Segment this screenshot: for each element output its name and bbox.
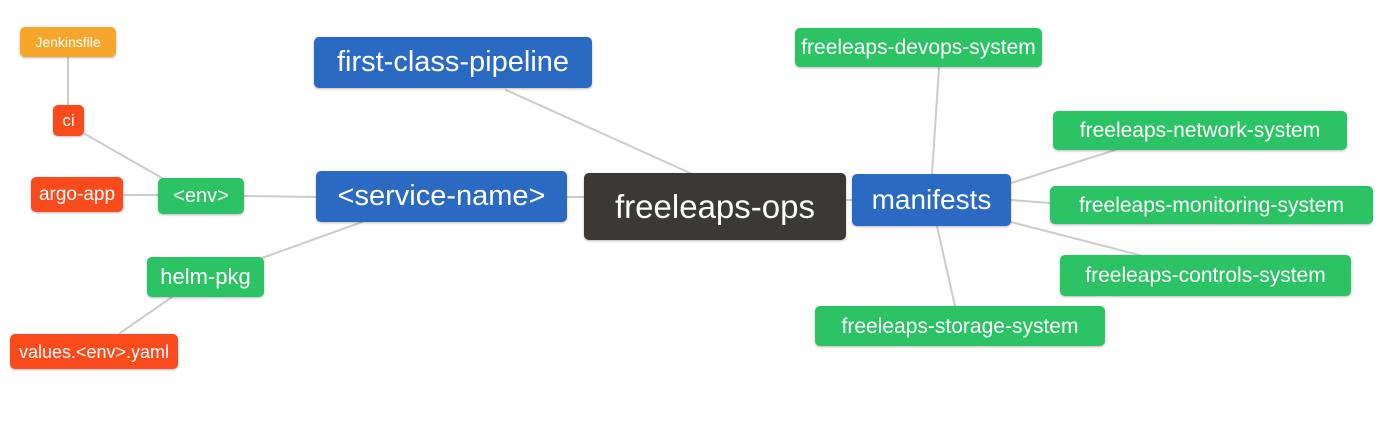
edge-manifests-freeleaps-network-system (1010, 149, 1116, 184)
edge-helm-pkg-service-name (261, 221, 363, 259)
node-helm-pkg[interactable]: helm-pkg (147, 257, 264, 297)
edge-freeleaps-devops-system-manifests (931, 67, 940, 175)
node-service-name[interactable]: <service-name> (316, 171, 567, 222)
node-first-class-pipeline[interactable]: first-class-pipeline (314, 37, 592, 88)
node-argo-app[interactable]: argo-app (31, 177, 123, 212)
node-freeleaps-controls-system[interactable]: freeleaps-controls-system (1060, 255, 1351, 296)
edge-ci-env (84, 133, 163, 179)
node-freeleaps-ops[interactable]: freeleaps-ops (584, 173, 846, 240)
node-values-env-yaml[interactable]: values.<env>.yaml (10, 334, 178, 369)
node-manifests[interactable]: manifests (852, 174, 1011, 226)
edge-env-service-name (243, 195, 317, 198)
edge-first-class-pipeline-freeleaps-ops (505, 89, 691, 174)
node-freeleaps-storage-system[interactable]: freeleaps-storage-system (815, 306, 1105, 346)
node-freeleaps-monitoring-system[interactable]: freeleaps-monitoring-system (1050, 186, 1373, 224)
edge-manifests-freeleaps-storage-system (936, 225, 956, 307)
node-jenkinsfile[interactable]: Jenkinsfile (20, 27, 116, 57)
node-ci[interactable]: ci (53, 105, 84, 136)
edge-values-env-yaml-helm-pkg (119, 296, 173, 334)
node-env[interactable]: <env> (158, 178, 244, 214)
edge-manifests-freeleaps-controls-system (1010, 221, 1144, 257)
node-freeleaps-devops-system[interactable]: freeleaps-devops-system (795, 28, 1042, 67)
node-freeleaps-network-system[interactable]: freeleaps-network-system (1053, 111, 1347, 150)
edge-manifests-freeleaps-monitoring-system (1010, 199, 1051, 204)
